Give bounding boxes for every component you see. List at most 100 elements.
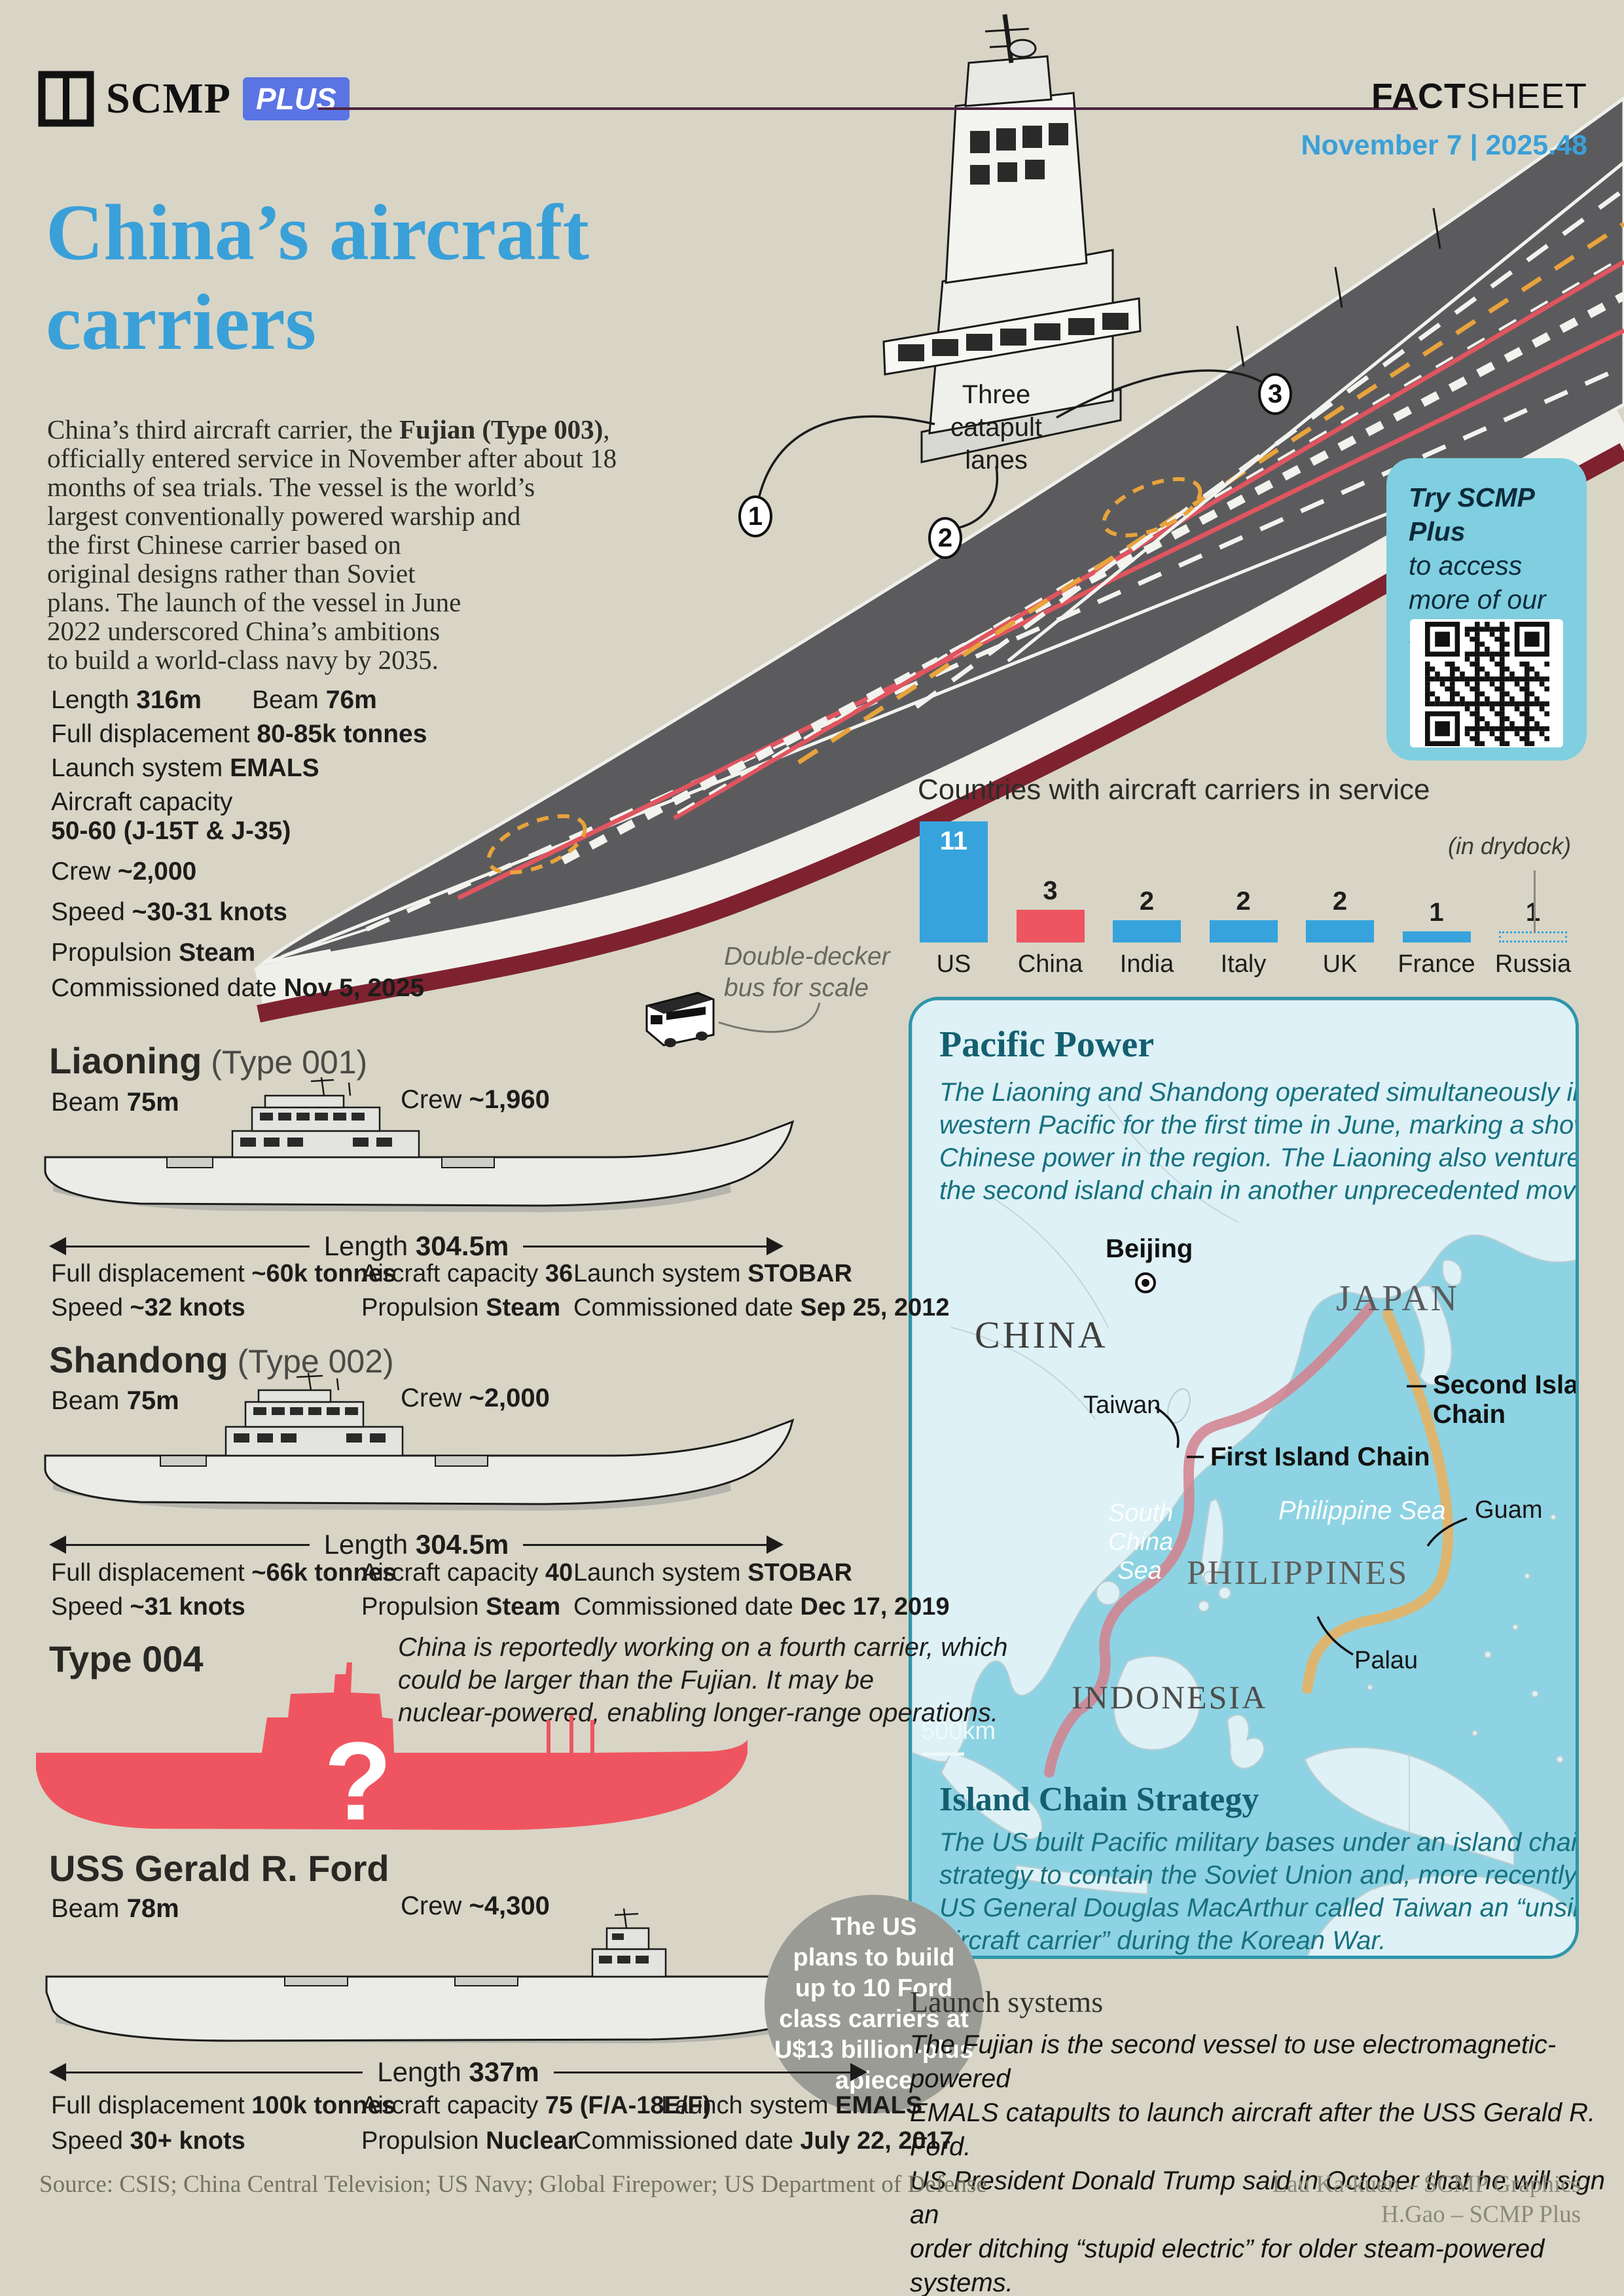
- ford-length-arrow: Length 337m: [49, 2056, 867, 2088]
- catapult-lane-2-marker: 2: [928, 517, 962, 559]
- map-label-japan: JAPAN: [1336, 1278, 1460, 1319]
- shandong-capacity: Aircraft capacity 40: [361, 1559, 573, 1587]
- map-label-philippines: PHILIPPINES: [1187, 1554, 1409, 1592]
- shandong-commissioned: Commissioned date Dec 17, 2019: [573, 1593, 950, 1621]
- liaoning-length-arrow: Length 304.5m: [49, 1230, 784, 1262]
- launch-systems-title: Launch systems: [910, 1985, 1104, 2018]
- liaoning-crew: Crew ~1,960: [401, 1085, 550, 1114]
- plus-badge: PLUS: [242, 77, 350, 120]
- page-title: China’s aircraft carriers: [46, 188, 589, 367]
- ford-heading: USS Gerald R. Ford: [49, 1848, 389, 1889]
- bus-leader-line: [718, 1002, 821, 1033]
- factsheet-bold: FACT: [1371, 77, 1466, 116]
- bar-value: 2: [1139, 887, 1155, 916]
- credit-plus: H.Gao – SCMP Plus: [1381, 2201, 1581, 2228]
- shandong-length-arrow: Length 304.5m: [49, 1529, 784, 1560]
- bar-category-label: Russia: [1494, 950, 1572, 978]
- qr-code: [1410, 619, 1563, 747]
- bar-value: 1: [1429, 898, 1444, 927]
- bar-value: 11: [939, 827, 968, 855]
- fujian-spec-capacity-value: 50-60 (J-15T & J-35): [51, 817, 291, 845]
- shandong-crew: Crew ~2,000: [401, 1384, 550, 1412]
- bar-category-label: China: [1017, 950, 1083, 978]
- shandong-propulsion: Propulsion Steam: [361, 1593, 561, 1621]
- bar-US: 11: [920, 821, 988, 942]
- liaoning-propulsion: Propulsion Steam: [361, 1294, 561, 1321]
- map-label-china: CHINA: [975, 1314, 1108, 1356]
- drydock-annotation: (in drydock): [1448, 833, 1572, 859]
- liaoning-speed: Speed ~32 knots: [51, 1294, 245, 1321]
- bar-category-label: UK: [1322, 950, 1358, 978]
- scmp-logo-icon: [38, 71, 94, 127]
- shandong-heading: Shandong (Type 002): [49, 1339, 394, 1380]
- map-label-palau: Palau: [1354, 1647, 1418, 1674]
- page-title-line1: China’s aircraft: [46, 188, 590, 277]
- ford-profile-illustration: [45, 1908, 866, 2043]
- fujian-spec-crew: Crew ~2,000: [51, 857, 197, 886]
- ford-crew: Crew ~4,300: [401, 1892, 550, 1920]
- bar-category-label: US: [936, 950, 971, 978]
- liaoning-capacity: Aircraft capacity 36: [361, 1260, 573, 1287]
- ford-speed: Speed 30+ knots: [51, 2127, 245, 2155]
- ford-beam: Beam 78m: [51, 1894, 179, 1923]
- source-line: Source: CSIS; China Central Television; …: [39, 2171, 987, 2198]
- liaoning-launch: Launch system STOBAR: [573, 1260, 852, 1287]
- beijing-marker: [1135, 1272, 1156, 1293]
- catapult-lane-3-marker: 3: [1258, 373, 1292, 415]
- drydock-leader-line: [1534, 870, 1536, 933]
- palau-leader-line: [1316, 1616, 1354, 1656]
- island-chain-strategy-paragraph: The US built Pacific military bases unde…: [939, 1828, 1579, 1955]
- type004-note: China is reportedly working on a fourth …: [398, 1633, 1008, 1727]
- bar-category-label: Italy: [1220, 950, 1267, 978]
- bar-value: 2: [1236, 887, 1251, 916]
- shandong-launch: Launch system STOBAR: [573, 1559, 852, 1587]
- map-scale-label: 500km: [921, 1717, 996, 1745]
- factsheet-regular: SHEET: [1466, 77, 1587, 116]
- credit-graphics: Lau Ka-kuen – SCMP Graphics: [1272, 2171, 1581, 2198]
- fujian-spec-speed: Speed ~30-31 knots: [51, 898, 287, 926]
- pacific-power-paragraph: The Liaoning and Shandong operated simul…: [939, 1078, 1579, 1205]
- svg-text:?: ?: [324, 1719, 392, 1844]
- map-label-indonesia: INDONESIA: [1072, 1679, 1268, 1715]
- map-label-first-island-chain: First Island Chain: [1210, 1443, 1430, 1471]
- shandong-speed: Speed ~31 knots: [51, 1593, 245, 1621]
- bar-UK: [1306, 920, 1374, 942]
- bar-value: 1: [1525, 898, 1541, 927]
- bar-value: 3: [1043, 876, 1058, 905]
- ford-commissioned: Commissioned date July 22, 2017: [573, 2127, 954, 2155]
- launch-systems-paragraph: The Fujian is the second vessel to use e…: [910, 2030, 1605, 2296]
- ford-displacement: Full displacement 100k tonnes: [51, 2092, 395, 2119]
- map-label-guam: Guam: [1475, 1496, 1543, 1524]
- intro-paragraph: China’s third aircraft carrier, the Fuji…: [47, 414, 617, 675]
- liaoning-heading: Liaoning (Type 001): [49, 1040, 368, 1081]
- chart-title: Countries with aircraft carriers in serv…: [918, 774, 1430, 806]
- bar-India: [1113, 920, 1181, 942]
- fujian-spec-length: Length 316m Beam 76m: [51, 686, 377, 714]
- bar-Russia: [1499, 931, 1567, 942]
- bar-value: 2: [1332, 887, 1348, 916]
- fujian-spec-displacement: Full displacement 80-85k tonnes: [51, 720, 427, 748]
- type004-heading: Type 004: [49, 1638, 204, 1679]
- scmp-logo: SCMP PLUS: [38, 71, 350, 127]
- liaoning-beam: Beam 75m: [51, 1088, 179, 1117]
- catapult-lane-1-marker: 1: [738, 495, 772, 537]
- fujian-spec-commissioned: Commissioned date Nov 5, 2025: [51, 974, 425, 1002]
- ford-launch: Launch system EMALS: [661, 2092, 923, 2119]
- shandong-beam: Beam 75m: [51, 1386, 179, 1415]
- island-chain-strategy-title: Island Chain Strategy: [939, 1781, 1259, 1818]
- liaoning-displacement: Full displacement ~60k tonnes: [51, 1260, 396, 1287]
- fujian-spec-propulsion: Propulsion Steam: [51, 939, 256, 967]
- shandong-displacement: Full displacement ~66k tonnes: [51, 1559, 396, 1587]
